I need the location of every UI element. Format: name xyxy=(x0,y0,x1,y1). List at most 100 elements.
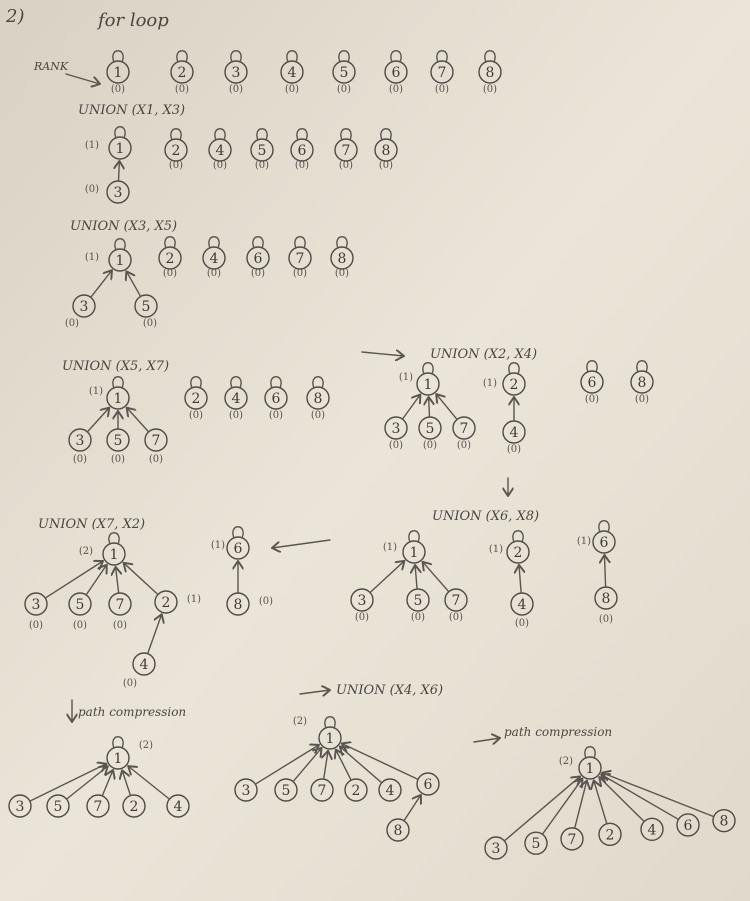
node-label: 7 xyxy=(568,832,577,848)
node-8 xyxy=(374,138,398,162)
node-label: 4 xyxy=(174,799,183,815)
node-label: 5 xyxy=(532,836,541,852)
node-label: 6 xyxy=(272,391,281,407)
rank-mark: (0) xyxy=(259,596,273,607)
rank-mark: (2) xyxy=(293,716,307,727)
rank-mark: (0) xyxy=(149,454,163,465)
node-label: 8 xyxy=(382,143,391,159)
node-1 xyxy=(318,726,342,750)
node-5 xyxy=(274,778,298,802)
node-label: 1 xyxy=(326,731,335,747)
node-3 xyxy=(72,294,96,318)
parent-edge xyxy=(369,561,404,594)
parent-edge xyxy=(340,747,383,784)
node-2 xyxy=(170,60,194,84)
node-label: 8 xyxy=(602,591,611,607)
node-label: 8 xyxy=(720,814,729,830)
node-label: 4 xyxy=(518,597,527,613)
rank-label: RANK xyxy=(33,60,69,73)
rank-mark: (0) xyxy=(29,620,43,631)
node-label: 4 xyxy=(288,65,297,81)
union-find-drawing: 1(0)2(0)3(0)4(0)5(0)6(0)7(0)8(0)1(1)3(0)… xyxy=(8,50,736,860)
rank-mark: (1) xyxy=(89,386,103,397)
rank-mark: (0) xyxy=(73,454,87,465)
rank-mark: (0) xyxy=(85,184,99,195)
parent-edge xyxy=(292,748,321,783)
parent-edge xyxy=(401,395,420,420)
step-union-x1-x3: UNION (X1, X3) xyxy=(78,103,185,118)
self-loop xyxy=(390,50,402,63)
parent-edge xyxy=(254,745,319,785)
node-label: 2 xyxy=(172,143,181,159)
node-label: 3 xyxy=(232,65,241,81)
node-3 xyxy=(68,428,92,452)
rank-mark: (0) xyxy=(389,84,403,95)
parent-edge xyxy=(574,781,587,829)
node-2 xyxy=(154,590,178,614)
node-4 xyxy=(224,386,248,410)
rank-mark: (1) xyxy=(577,536,591,547)
node-label: 2 xyxy=(352,783,361,799)
node-label: 1 xyxy=(110,547,119,563)
node-label: 5 xyxy=(114,433,123,449)
self-loop xyxy=(230,50,242,63)
node-2 xyxy=(184,386,208,410)
self-loop xyxy=(586,360,598,373)
rank-mark: (0) xyxy=(423,440,437,451)
next-step-arrow xyxy=(361,352,404,356)
parent-edge xyxy=(342,744,419,781)
node-2 xyxy=(344,778,368,802)
step-union-x3-x5: UNION (X3, X5) xyxy=(70,219,177,234)
parent-edge xyxy=(429,397,430,418)
rank-mark: (0) xyxy=(113,620,127,631)
rank-mark: (0) xyxy=(355,612,369,623)
node-label: 4 xyxy=(648,822,657,838)
self-loop xyxy=(114,238,126,251)
node-label: 3 xyxy=(242,783,251,799)
node-label: 7 xyxy=(94,799,103,815)
node-label: 8 xyxy=(234,597,243,613)
rank-mark: (0) xyxy=(379,160,393,171)
node-7 xyxy=(310,778,334,802)
rank-mark: (0) xyxy=(337,84,351,95)
rank-mark: (0) xyxy=(255,160,269,171)
step-path-compression-1: path compression xyxy=(78,705,186,719)
node-label: 1 xyxy=(116,253,125,269)
node-7 xyxy=(560,827,584,851)
parent-edge xyxy=(29,764,106,802)
rank-mark: (0) xyxy=(269,410,283,421)
node-3 xyxy=(224,60,248,84)
node-label: 2 xyxy=(130,799,139,815)
self-loop xyxy=(230,376,242,389)
rank-mark: (0) xyxy=(169,160,183,171)
rank-mark: (0) xyxy=(163,268,177,279)
node-1 xyxy=(102,542,126,566)
node-label: 3 xyxy=(392,421,401,437)
node-1 xyxy=(108,136,132,160)
self-loop xyxy=(436,50,448,63)
node-5 xyxy=(250,138,274,162)
node-label: 1 xyxy=(116,141,125,157)
node-8 xyxy=(630,370,654,394)
rank-mark: (0) xyxy=(251,268,265,279)
rank-mark: (0) xyxy=(73,620,87,631)
parent-edge xyxy=(503,776,580,842)
parent-edge xyxy=(86,408,109,433)
self-loop xyxy=(112,50,124,63)
self-loop xyxy=(380,128,392,141)
node-4 xyxy=(202,246,226,270)
self-loop xyxy=(108,532,120,545)
self-loop xyxy=(336,236,348,249)
node-6 xyxy=(676,813,700,837)
node-7 xyxy=(430,60,454,84)
rank-mark: (0) xyxy=(389,440,403,451)
rank-mark: (1) xyxy=(187,594,201,605)
node-1 xyxy=(416,372,440,396)
node-label: 3 xyxy=(16,799,25,815)
node-5 xyxy=(332,60,356,84)
arrow-to-union-x4-x6 xyxy=(299,690,330,694)
self-loop xyxy=(114,126,126,139)
parent-edge xyxy=(324,751,328,780)
node-6 xyxy=(246,246,270,270)
parent-edge xyxy=(126,271,142,298)
